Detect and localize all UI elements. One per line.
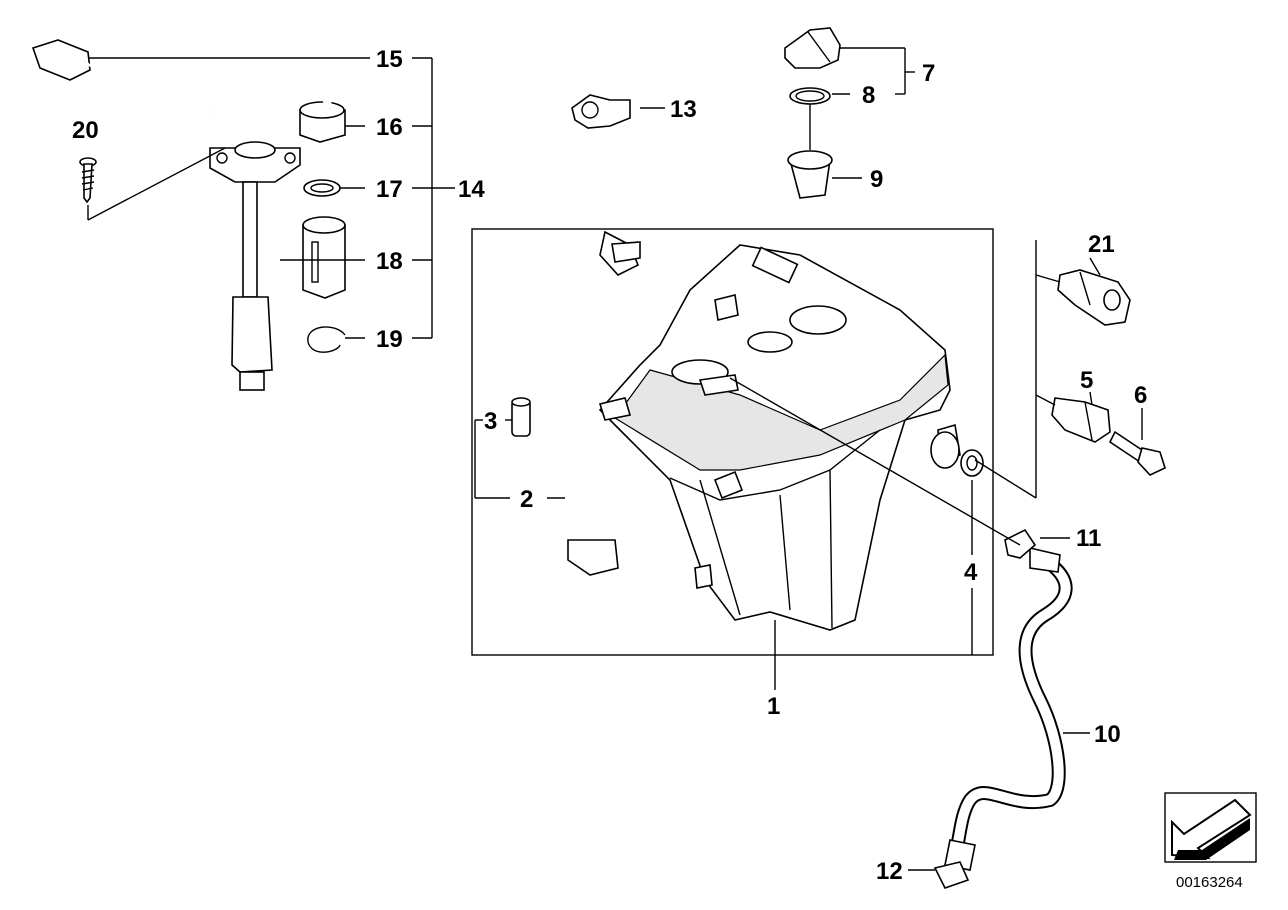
callout-6: 6	[1134, 382, 1147, 409]
tank-hose-part	[538, 230, 641, 576]
grommet-part	[960, 449, 984, 477]
callout-19: 19	[376, 326, 403, 353]
arrow-down-left-icon	[1164, 792, 1257, 863]
callout-8: 8	[862, 82, 875, 109]
seal-ring-part	[303, 179, 341, 197]
callout-1: 1	[767, 693, 780, 720]
callout-14: 14	[458, 176, 485, 203]
circlip-part	[307, 326, 346, 353]
callout-17: 17	[376, 176, 403, 203]
hose-clamp-upper-part	[1004, 528, 1037, 559]
level-switch-part	[1057, 269, 1131, 326]
callout-21: 21	[1088, 231, 1115, 258]
callout-12: 12	[876, 858, 903, 885]
callout-18: 18	[376, 248, 403, 275]
sleeve-part	[511, 397, 531, 437]
callout-3: 3	[484, 408, 497, 435]
callout-5: 5	[1080, 367, 1093, 394]
callout-7: 7	[922, 60, 935, 87]
filler-neck-part	[787, 104, 833, 199]
callout-11: 11	[1076, 525, 1101, 552]
sensor-part	[1051, 397, 1111, 443]
callout-13: 13	[670, 96, 697, 123]
callout-2: 2	[520, 486, 533, 513]
callout-4: 4	[964, 559, 978, 586]
o-ring-part	[789, 87, 831, 105]
leader-lines	[87, 47, 1143, 871]
float-part	[302, 216, 346, 299]
filler-cap-part	[784, 27, 841, 69]
level-sensor-part	[31, 39, 301, 391]
reservoir-tank-part	[598, 244, 961, 631]
callout-10: 10	[1094, 721, 1121, 748]
callout-20: 20	[72, 117, 99, 144]
callout-9: 9	[870, 166, 883, 193]
callout-15: 15	[376, 46, 403, 73]
return-hose-part	[944, 546, 1073, 871]
clip-part	[571, 94, 631, 129]
callout-16: 16	[376, 114, 403, 141]
hose-clamp-lower-part	[933, 861, 970, 889]
diagram-code: 00163264	[1176, 874, 1243, 891]
bolt-part	[1108, 430, 1166, 476]
rubber-cap-part	[283, 69, 346, 143]
tank-group-frame	[471, 228, 994, 656]
screw-part	[79, 157, 97, 204]
